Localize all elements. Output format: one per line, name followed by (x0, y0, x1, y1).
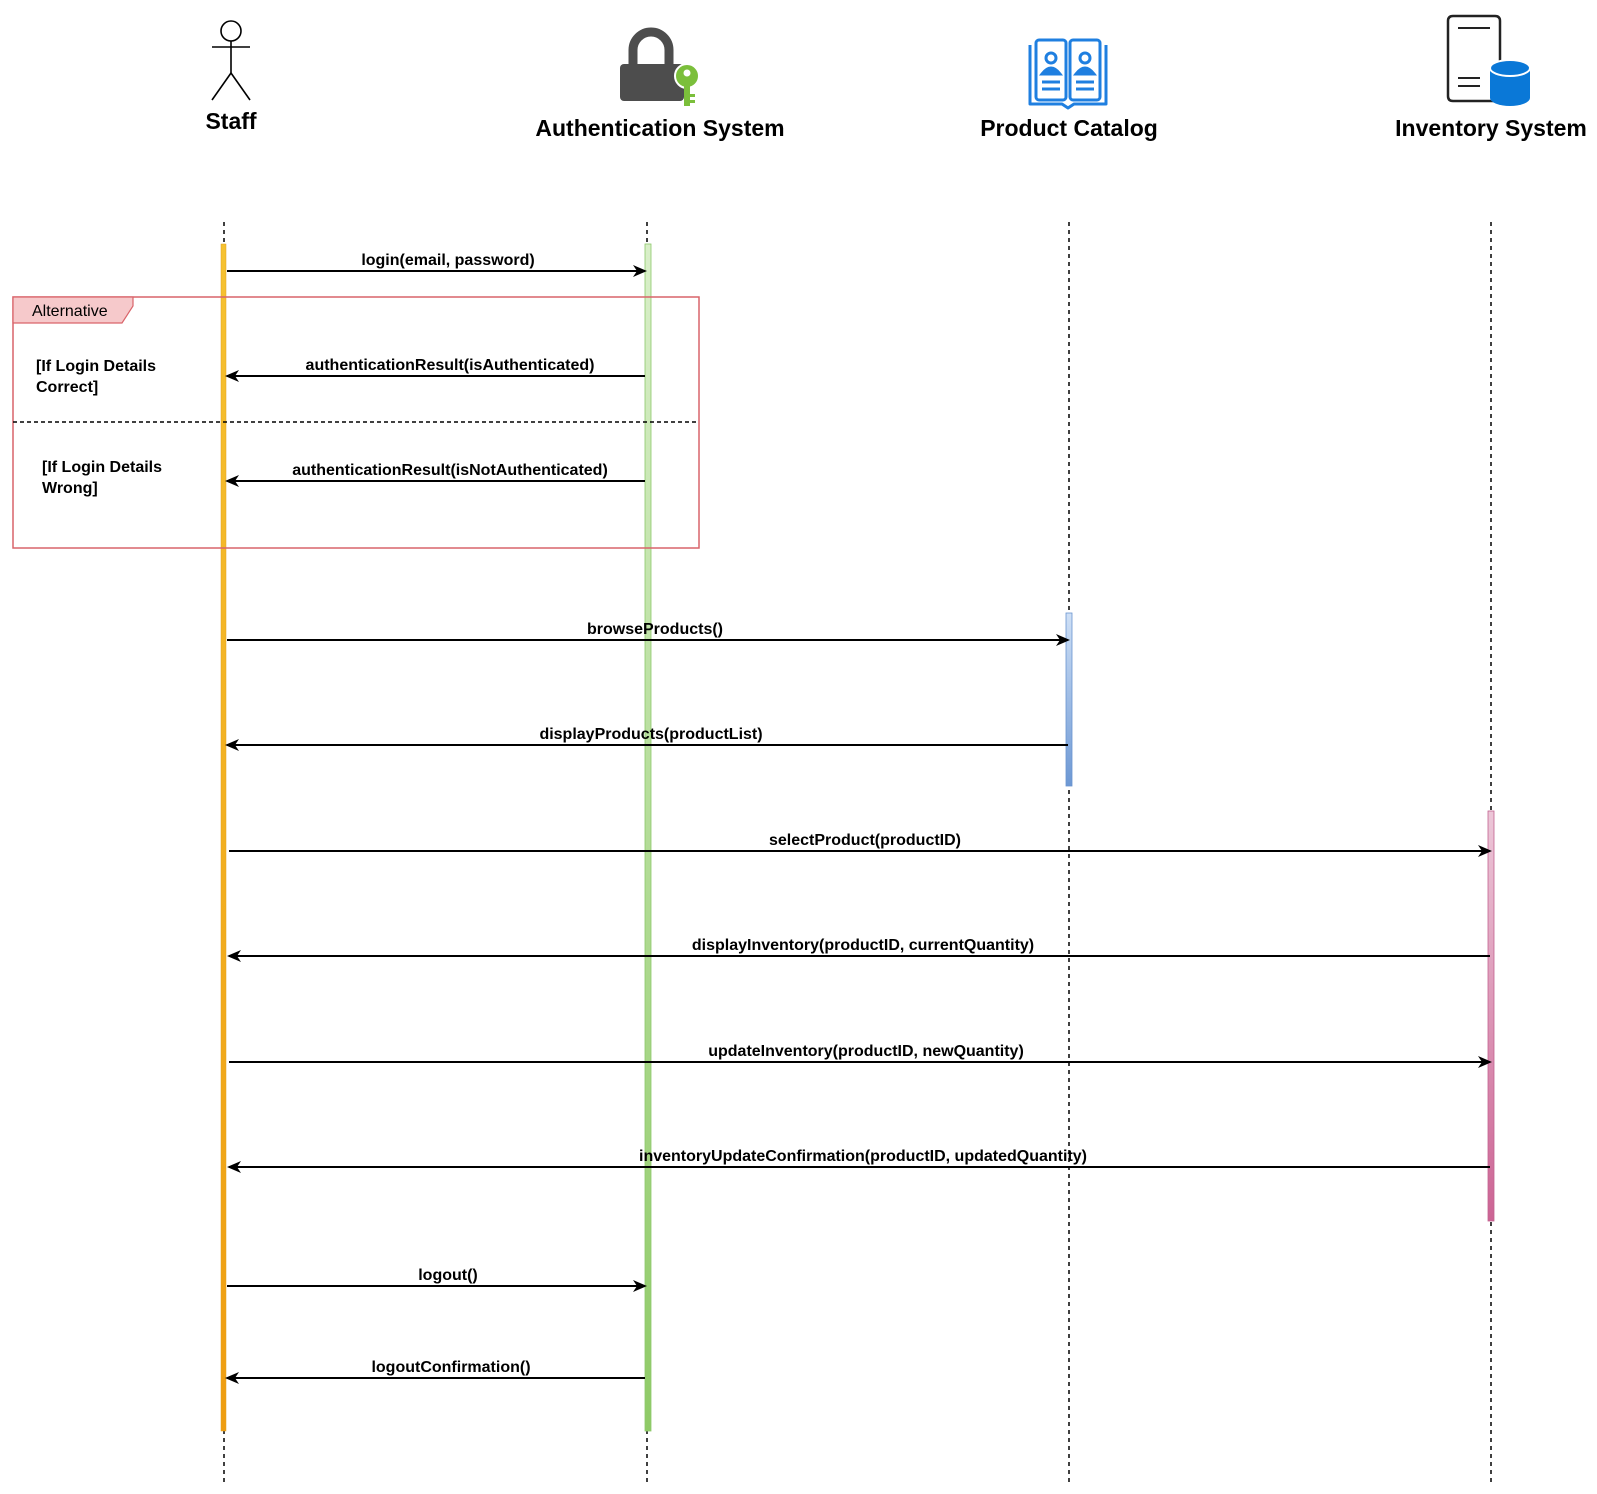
message-label: inventoryUpdateConfirmation(productID, u… (639, 1148, 1087, 1165)
message-label: logout() (418, 1267, 478, 1284)
message-label: selectProduct(productID) (769, 832, 961, 849)
alt-frame: Alternative [If Login Details Correct] [… (12, 296, 700, 549)
server-database-icon (1446, 14, 1531, 106)
padlock-key-icon (620, 27, 700, 106)
message-logout-confirmation: logoutConfirmation() (225, 1359, 645, 1384)
actor-label-auth: Authentication System (535, 115, 784, 141)
message-label: displayProducts(productList) (539, 726, 762, 743)
alt-frame-title: Alternative (32, 303, 108, 320)
actor-label-inventory: Inventory System (1395, 115, 1587, 141)
message-select-product: selectProduct(productID) (229, 832, 1492, 857)
message-label: authenticationResult(isAuthenticated) (306, 357, 595, 374)
message-update-inventory: updateInventory(productID, newQuantity) (229, 1043, 1492, 1068)
stick-figure-icon (211, 20, 251, 101)
message-label: browseProducts() (587, 621, 723, 638)
actor-label-catalog: Product Catalog (980, 115, 1158, 141)
message-display-products: displayProducts(productList) (225, 726, 1068, 751)
catalog-activation-bar (1065, 612, 1073, 787)
message-browse-products: browseProducts() (227, 621, 1070, 646)
condition-wrong-line1: [If Login Details (42, 459, 162, 476)
message-label: authenticationResult(isNotAuthenticated) (292, 462, 608, 479)
actor-label-staff: Staff (205, 108, 256, 134)
message-label: logoutConfirmation() (371, 1359, 530, 1376)
inventory-activation-bar (1487, 810, 1495, 1222)
message-inventory-update-confirmation: inventoryUpdateConfirmation(productID, u… (227, 1148, 1490, 1173)
message-auth-result-success: authenticationResult(isAuthenticated) (225, 357, 645, 382)
message-auth-result-failure: authenticationResult(isNotAuthenticated) (225, 462, 645, 487)
message-label: login(email, password) (361, 252, 534, 269)
message-logout: logout() (227, 1267, 647, 1292)
message-label: updateInventory(productID, newQuantity) (708, 1043, 1024, 1060)
message-label: displayInventory(productID, currentQuant… (692, 937, 1034, 954)
condition-correct-line1: [If Login Details (36, 358, 156, 375)
message-display-inventory: displayInventory(productID, currentQuant… (227, 937, 1490, 962)
alt-frame-tab (12, 296, 134, 324)
auth-activation-bar (644, 243, 652, 1432)
condition-correct-line2: Correct] (36, 379, 98, 396)
catalog-book-icon (1028, 38, 1108, 110)
message-login: login(email, password) (227, 252, 647, 277)
staff-activation-bar (220, 243, 227, 1432)
condition-wrong-line2: Wrong] (42, 480, 98, 497)
